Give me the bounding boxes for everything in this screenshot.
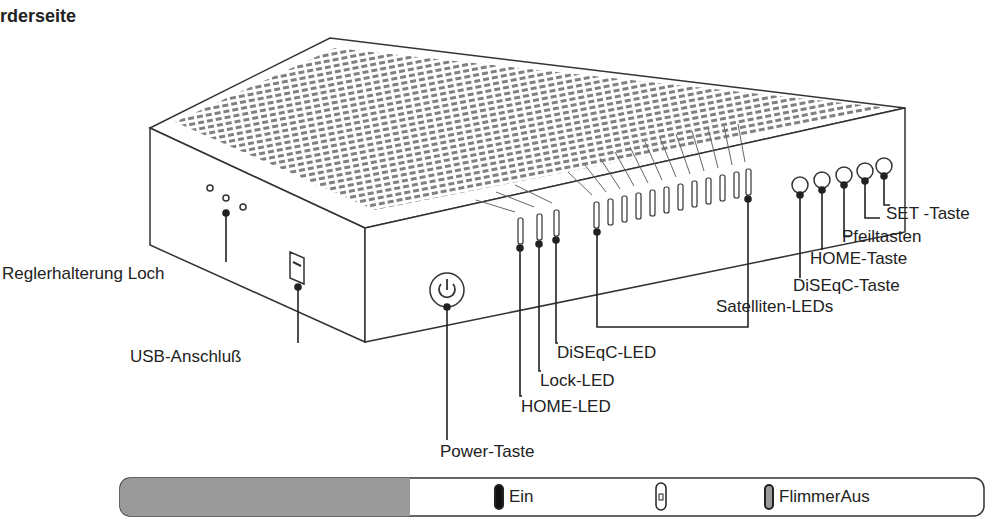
panel-buttons [792, 158, 892, 193]
callout-label: DiSEqC-LED [557, 343, 656, 363]
callout-label: Satelliten-LEDs [716, 297, 833, 317]
power-icon [446, 279, 448, 290]
legend-swatch [494, 484, 504, 510]
flicker-symbol [656, 483, 666, 510]
callout-label: SET -Taste [886, 204, 970, 224]
front-face [365, 108, 905, 342]
flicker-symbol [659, 494, 663, 500]
usb-detail [293, 262, 301, 266]
usb-port [290, 252, 304, 284]
callout-label: Lock-LED [540, 371, 615, 391]
callout-label: Power-Taste [440, 442, 534, 462]
callout-label: Pfeiltasten [842, 227, 921, 247]
legend-grey-band [120, 478, 410, 516]
leader-lines [223, 173, 890, 440]
legend-text: FlimmerAus [779, 487, 870, 507]
callout-label: Reglerhalterung Loch [2, 264, 165, 284]
callout-label: USB-Anschluß [130, 347, 241, 367]
hole [207, 185, 213, 191]
callout-label: DiSEqC-Taste [793, 276, 900, 296]
side-face [150, 128, 365, 342]
led-print [476, 124, 745, 212]
legend-swatch [764, 484, 774, 510]
callout-label: HOME-LED [521, 397, 611, 417]
legend-bar [120, 478, 984, 516]
led-strips [518, 169, 751, 244]
hole [223, 195, 229, 201]
legend-text: Ein [509, 487, 534, 507]
page-title: rderseite [0, 6, 76, 27]
callout-label: HOME-Taste [810, 249, 907, 269]
power-button [430, 273, 464, 307]
hole [240, 204, 246, 210]
